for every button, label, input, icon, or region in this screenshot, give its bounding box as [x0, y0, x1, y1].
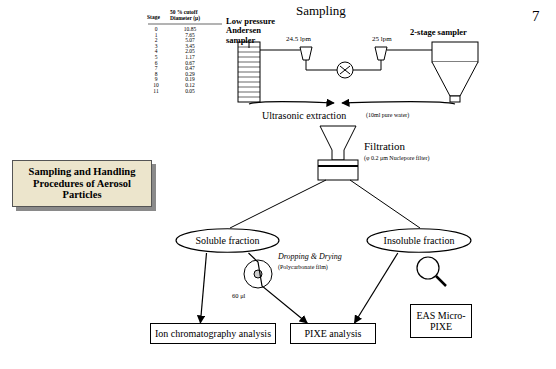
analysis-box: PIXE analysis [290, 323, 376, 344]
andersen-sampler [238, 42, 300, 102]
annotation: (10ml pure water) [366, 112, 409, 119]
slide-number: 7 [532, 8, 540, 25]
node-text: Soluble fraction [195, 235, 259, 246]
annotation: Dropping & Drying [278, 253, 342, 262]
annotation: 2-stage sampler [410, 28, 467, 37]
node-text: PIXE analysis [294, 328, 372, 339]
annotation: (Polycarbonate film) [278, 264, 328, 271]
flow-arrow [249, 253, 308, 323]
node-text: EAS Micro-PIXE [414, 310, 468, 332]
annotation: 60 μl [232, 292, 245, 299]
title-box: Sampling and Handling Procedures of Aero… [12, 160, 152, 207]
annotation: Sampling [296, 4, 346, 18]
two-stage-sampler [432, 42, 478, 102]
annotation: Filtration [364, 140, 405, 152]
filter-magnifier [417, 257, 446, 286]
analysis-box: EAS Micro-PIXE [410, 304, 472, 338]
annotation: 24.5 lpm [286, 36, 311, 44]
node-text: Ion chromatography analysis [154, 328, 272, 339]
node-text: Sampling and Handling Procedures of Aero… [19, 166, 145, 201]
filtration-funnel [230, 126, 420, 228]
table-cell: 0.05 [176, 89, 204, 95]
annotation: Low pressure Andersen sampler [226, 17, 292, 45]
flow-arrow [355, 253, 398, 323]
annotation: (φ 0.2 μm Nuclepore filter) [364, 155, 430, 162]
fraction-ellipse: Insoluble fraction [366, 228, 472, 253]
annotation: 25 lpm [372, 36, 392, 44]
fraction-ellipse: Soluble fraction [175, 228, 280, 253]
table-cell: 50 % cutoff Diameter (μ) [170, 9, 220, 21]
table-cell: 11 [150, 89, 162, 95]
pump-line [300, 47, 432, 78]
flow-arrow [200, 253, 206, 323]
node-text: Insoluble fraction [384, 235, 455, 246]
analysis-box: Ion chromatography analysis [150, 323, 276, 344]
table-cell: Stage [147, 14, 160, 20]
flow-arrow [249, 102, 455, 104]
annotation: Ultrasonic extraction [262, 110, 346, 121]
table-rule [148, 24, 222, 25]
